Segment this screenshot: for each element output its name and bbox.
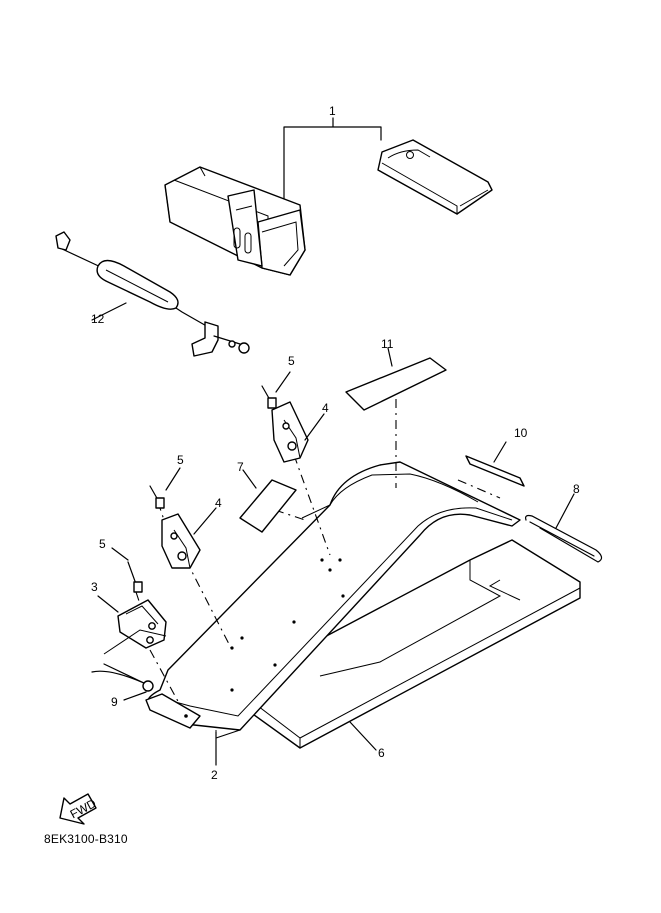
callout-6: 6 (378, 746, 385, 760)
part-8-hook (525, 493, 603, 563)
part-4-bracket-lower (161, 507, 217, 569)
callout-1: 1 (329, 104, 336, 118)
part-5-screw-lower (111, 547, 143, 593)
part-2-hull-cover (147, 461, 521, 766)
callout-11: 11 (381, 337, 394, 351)
callout-5-lower: 5 (99, 537, 106, 551)
callout-4-upper: 4 (322, 401, 329, 415)
callout-5-middle: 5 (177, 453, 184, 467)
part-6-leader (349, 721, 377, 751)
part-10-bar (457, 441, 525, 499)
callout-9: 9 (111, 695, 118, 709)
part-9-pin (91, 663, 201, 729)
callout-12: 12 (91, 312, 105, 326)
diagram-reference-code: 8EK3100-B310 (44, 832, 128, 846)
fwd-arrow-icon: FWD (59, 793, 99, 825)
fwd-arrow-label: FWD (68, 796, 99, 821)
callout-8: 8 (573, 482, 580, 496)
part-7-label-plate (239, 469, 297, 533)
callout-5-upper: 5 (288, 354, 295, 368)
part-4-bracket-upper (271, 401, 325, 463)
part-5-screw-upper (261, 371, 291, 409)
part-5-screw-middle (149, 467, 181, 509)
part-1-tool-kit (164, 117, 493, 276)
callout-4-lower: 4 (215, 496, 222, 510)
part-12-lanyard-cord (55, 231, 250, 357)
part-3-latch (97, 595, 167, 655)
callout-3: 3 (91, 580, 98, 594)
callout-2: 2 (211, 768, 218, 782)
callout-7: 7 (237, 460, 244, 474)
part-11-decal (345, 347, 447, 411)
callout-10: 10 (514, 426, 528, 440)
